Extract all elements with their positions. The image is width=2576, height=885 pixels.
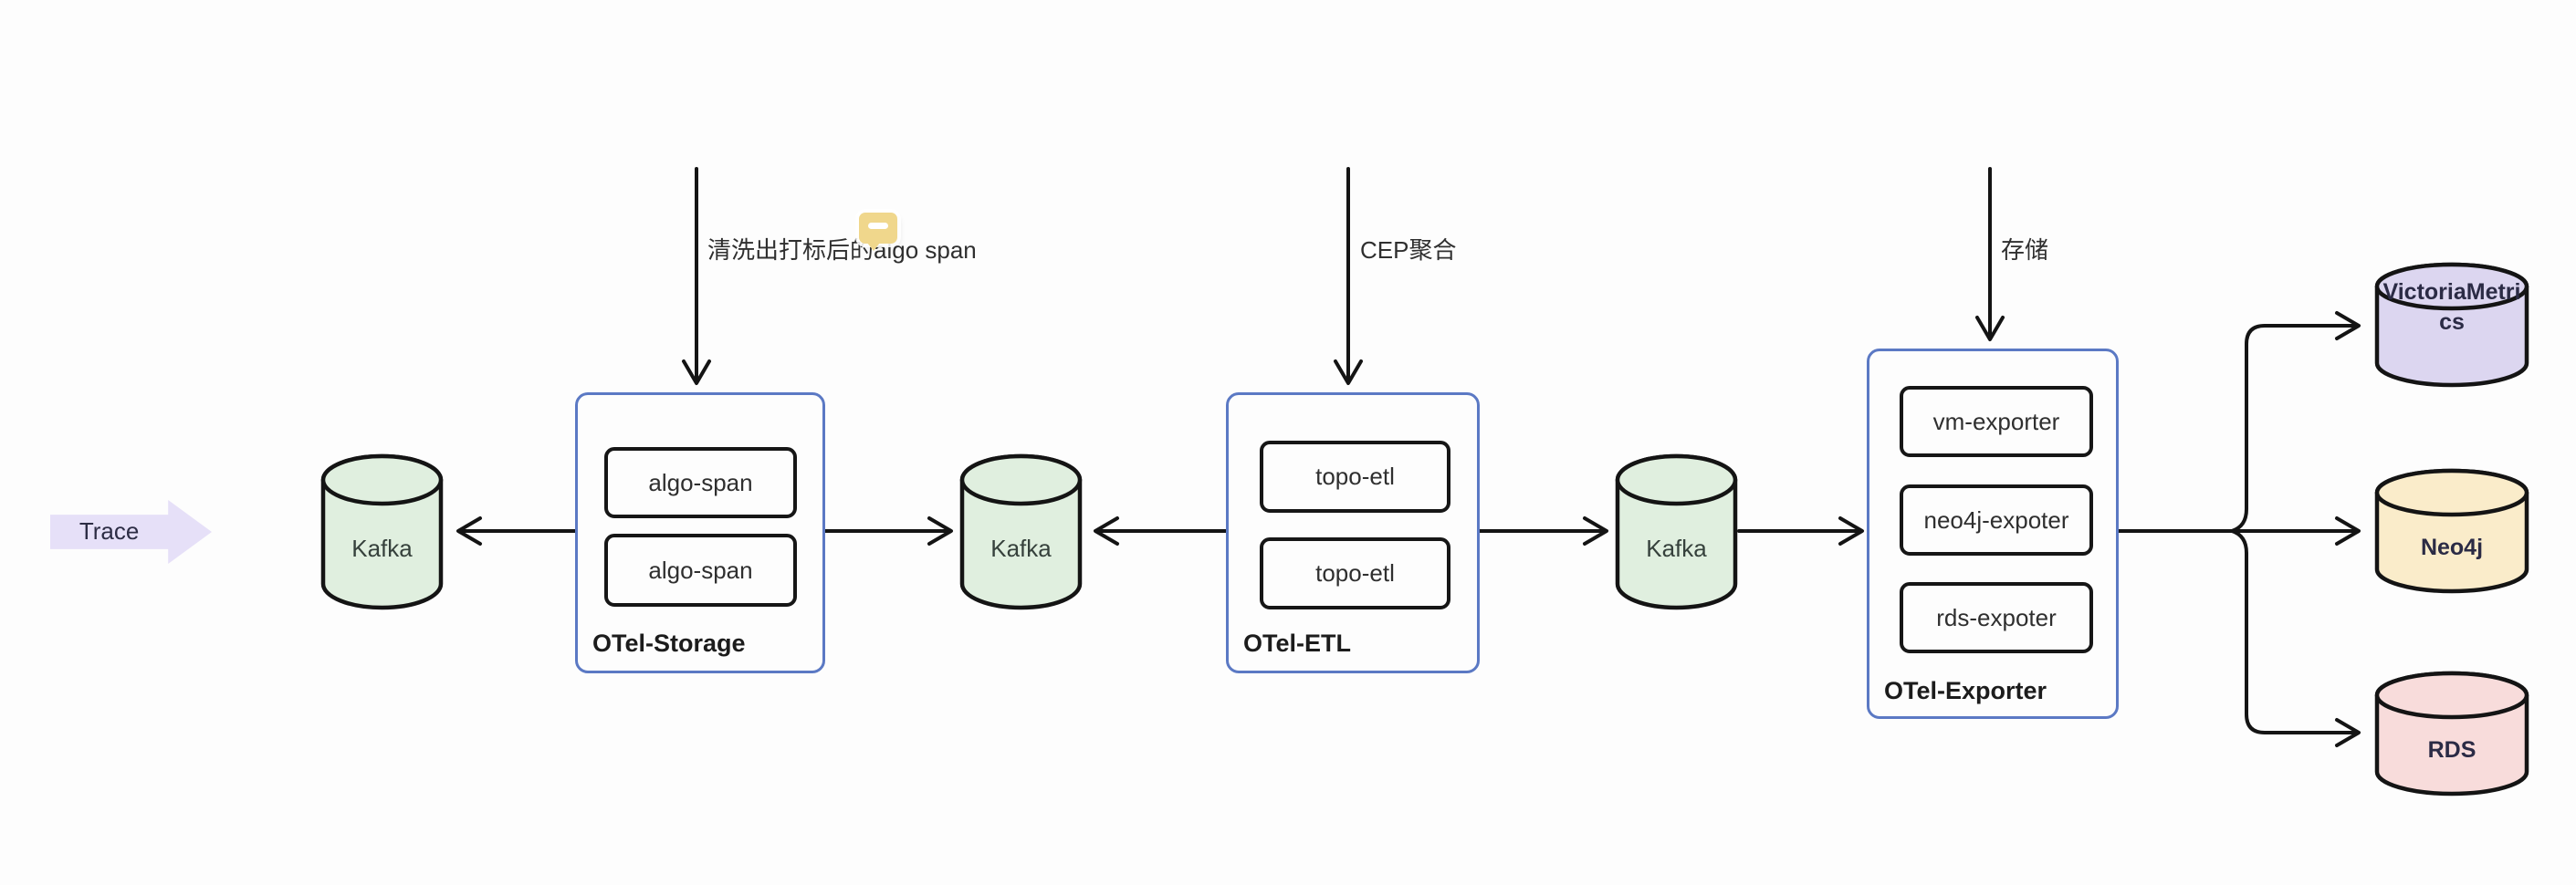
arrowhead-down-icon — [682, 359, 711, 385]
comment-tail — [867, 243, 880, 251]
node-label: topo-etl — [1315, 559, 1395, 587]
arrowhead-right-icon — [927, 516, 953, 546]
arrowhead-down-icon — [1334, 359, 1363, 385]
comment-minus-bar — [868, 223, 888, 229]
node-neo4j-expoter: neo4j-expoter — [1900, 484, 2093, 556]
arrowhead-right-icon — [1583, 516, 1608, 546]
group-otel-storage: algo-span algo-span OTel-Storage — [575, 392, 825, 673]
group-title: OTel-ETL — [1243, 630, 1351, 657]
cylinder-shape — [959, 453, 1083, 610]
cylinder-shape — [2374, 262, 2529, 388]
arrowhead-left-icon — [456, 516, 482, 546]
trace-label: Trace — [79, 517, 140, 546]
node-rds-expoter: rds-expoter — [1900, 582, 2093, 653]
annotation-cep-aggregation: CEP聚合 — [1360, 236, 1457, 264]
kafka-node-1: Kafka — [319, 453, 445, 613]
node-label: neo4j-expoter — [1923, 505, 2069, 534]
cylinder-shape — [2374, 468, 2529, 594]
arrowhead-down-icon — [1975, 316, 2005, 341]
arrowhead-right-icon — [1838, 516, 1864, 546]
arrowhead-right-icon — [2335, 516, 2361, 546]
edge-exporter-to-rds — [2230, 529, 2357, 734]
node-vm-exporter: vm-exporter — [1900, 386, 2093, 457]
node-algo-span-1: algo-span — [604, 447, 797, 518]
node-label: algo-span — [648, 556, 753, 584]
node-label: rds-expoter — [1936, 603, 2057, 631]
edge-exporter-to-victoriametrics — [2230, 324, 2357, 533]
node-algo-span-2: algo-span — [604, 534, 797, 607]
kafka-node-2: Kafka — [958, 453, 1084, 613]
group-title: OTel-Storage — [592, 630, 746, 657]
node-label: topo-etl — [1315, 463, 1395, 490]
node-label: algo-span — [648, 468, 753, 496]
node-topo-etl-2: topo-etl — [1260, 537, 1450, 609]
node-topo-etl-1: topo-etl — [1260, 441, 1450, 513]
cylinder-shape — [1615, 453, 1738, 610]
annotation-storage: 存储 — [2001, 236, 2049, 264]
group-otel-exporter: vm-exporter neo4j-expoter rds-expoter OT… — [1867, 349, 2119, 719]
annotation-clean-span: 清洗出打标后的algo span — [707, 236, 977, 264]
neo4j-node: Neo4j — [2373, 467, 2530, 597]
cylinder-shape — [320, 453, 444, 610]
group-otel-etl: topo-etl topo-etl OTel-ETL — [1226, 392, 1480, 673]
arrowhead-right-icon — [2335, 311, 2361, 340]
arrowhead-right-icon — [2335, 718, 2361, 747]
comment-icon[interactable] — [859, 213, 897, 251]
node-label: vm-exporter — [1932, 407, 2060, 435]
cylinder-shape — [2374, 671, 2529, 796]
arrowhead-left-icon — [1094, 516, 1119, 546]
group-title: OTel-Exporter — [1884, 677, 2047, 704]
victoriametrics-node: VictoriaMetrics — [2373, 261, 2530, 390]
rds-node: RDS — [2373, 670, 2530, 799]
kafka-node-3: Kafka — [1614, 453, 1739, 613]
